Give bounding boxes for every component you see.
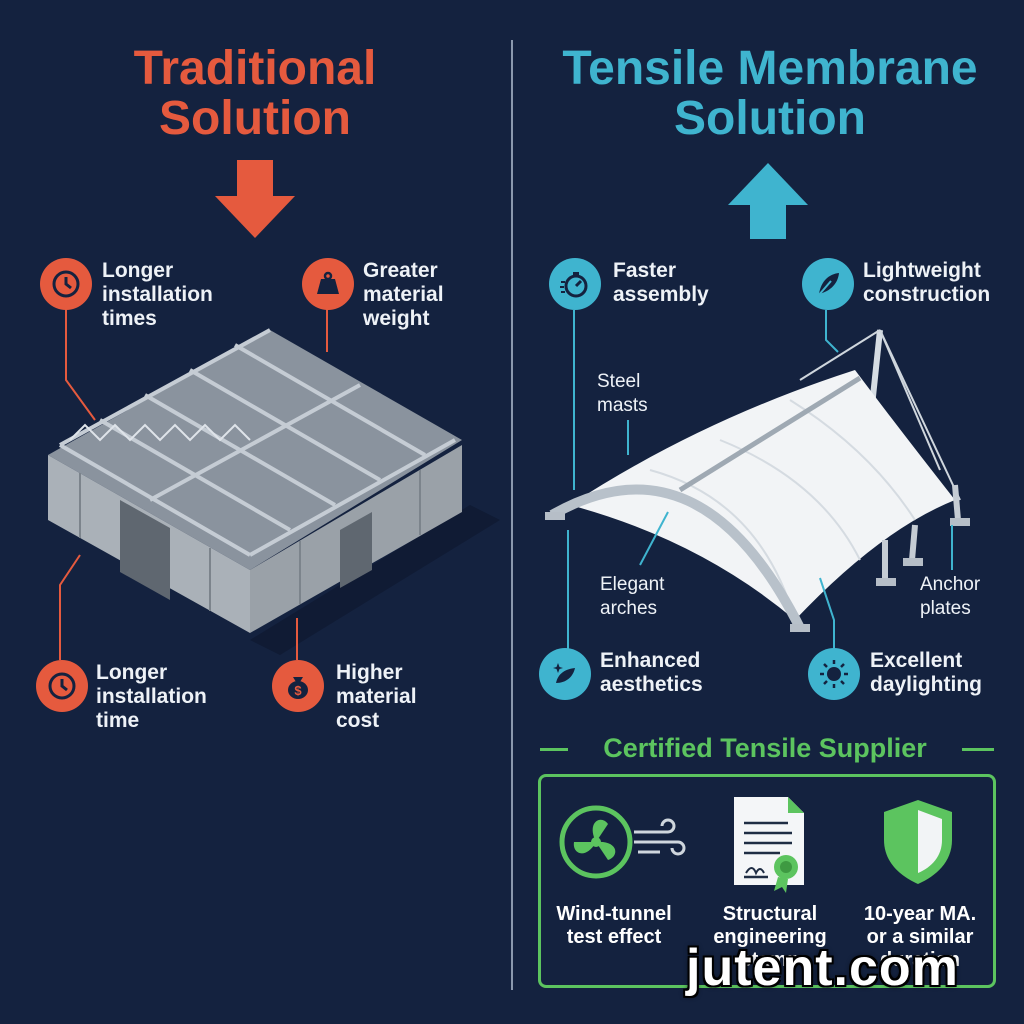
traditional-callout-3-label: Longer installation time [96,661,207,732]
svg-text:$: $ [294,683,302,698]
tensile-callout-2-label: Lightweight construction [863,259,991,306]
certified-item-3-label: 10-year MA. or a similar duration [863,903,977,969]
traditional-leader-lines [59,308,328,660]
money-bag-icon: $ [272,660,324,712]
traditional-callout-2-label: Greater material weight [363,259,444,330]
certified-item-1-label: Wind-tunnel test effect [556,903,672,948]
weight-icon [302,258,354,310]
traditional-building-illustration [48,328,500,655]
certified-title-rule-right [962,748,994,751]
arrow-up-icon [728,163,808,239]
tensile-title: Tensile Membrane Solution [562,42,978,145]
traditional-callout-1-label: Longer installation times [102,259,213,330]
steel-masts-label: Steel masts [597,371,648,416]
sparkle-leaf-icon [539,648,591,700]
certified-title: Certified Tensile Supplier [603,733,927,763]
tensile-callout-1-label: Faster assembly [613,259,709,306]
watermark: jutent.com [686,939,959,997]
fan-wind-icon [556,802,686,882]
certified-title-rule-left [540,748,568,751]
arrow-down-icon [215,160,295,238]
certified-item-2-label: Structural engineering stamp [713,903,827,969]
sun-icon [808,648,860,700]
center-divider [511,40,513,990]
feather-icon [802,258,854,310]
tensile-callout-4-label: Excellent daylighting [870,649,982,696]
traditional-callout-4-label: Higher material cost [336,661,417,732]
certified-panel [538,774,996,988]
anchor-plates-label: Anchor plates [920,574,981,619]
clock-icon [36,660,88,712]
traditional-title: Traditional Solution [133,42,377,145]
stopwatch-icon [549,258,601,310]
tensile-callout-3-label: Enhanced aesthetics [600,649,703,696]
certificate-icon [730,795,810,895]
elegant-arches-label: Elegant arches [600,574,665,619]
shield-icon [878,796,958,888]
clock-icon [40,258,92,310]
